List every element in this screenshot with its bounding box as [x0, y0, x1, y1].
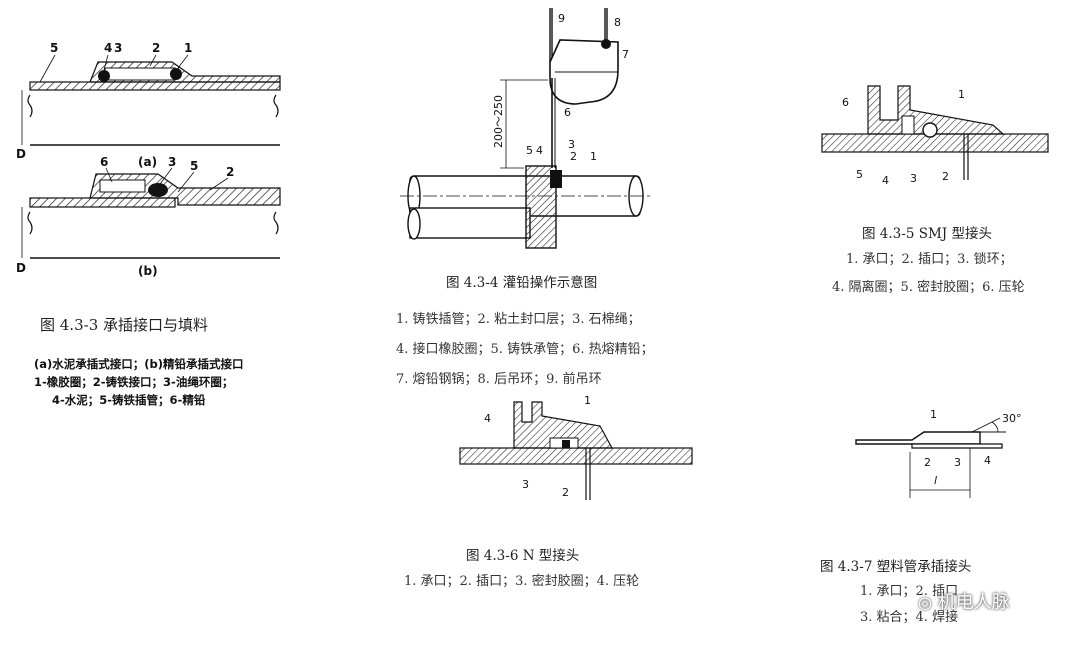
figure-4-3-5-drawing: 6 1 5 4 3 2 [821, 85, 1049, 187]
figure-4-3-3-legend-1: (a)水泥承插式接口；(b)精铅承插式接口 [34, 357, 244, 371]
figure-4-3-4-legend-3: 7. 熔铅钢锅；8. 后吊环；9. 前吊环 [396, 372, 602, 387]
label-1: 1 [584, 394, 591, 407]
label-a-4: 4 [104, 41, 112, 55]
figure-4-3-3-legend-2: 1-橡胶圈；2-铸铁接口；3-油绳环圈； [34, 375, 234, 389]
label-angle: 30° [1002, 412, 1022, 425]
label-a-2: 2 [152, 41, 160, 55]
dim-label-a: D [16, 147, 26, 161]
label-a-3: 3 [114, 41, 122, 55]
figure-4-3-3-drawing: D (a) 5 4 3 2 1 D (b) 6 3 5 2 [16, 41, 281, 278]
label-b-2: 2 [226, 165, 234, 179]
subfig-label-b: (b) [138, 264, 158, 278]
figure-4-3-4-legend-1: 1. 铸铁插管；2. 粘土封口层；3. 石棉绳； [396, 312, 641, 327]
label-4: 4 [984, 454, 991, 467]
label-6: 6 [564, 106, 571, 119]
joint-a-drawing [21, 61, 281, 146]
figure-4-3-4-title: 图 4.3-4 灌铅操作示意图 [446, 275, 598, 291]
figure-4-3-7-title: 图 4.3-7 塑料管承插接头 [820, 559, 972, 575]
label-4: 4 [882, 174, 889, 187]
figure-4-3-6-drawing: 4 1 3 2 [459, 394, 693, 500]
wechat-icon: ◎ [918, 593, 932, 612]
figure-4-3-7-legend-1: 1. 承口；2. 插口 [860, 584, 959, 599]
label-5: 5 [856, 168, 863, 181]
label-3: 3 [910, 172, 917, 185]
figure-4-3-7-drawing: 1 30° 2 3 4 l [855, 408, 1022, 498]
label-4: 4 [536, 144, 543, 157]
label-b-3: 3 [168, 155, 176, 169]
label-2: 2 [562, 486, 569, 499]
figure-4-3-6-legend-1: 1. 承口；2. 插口；3. 密封胶圈；4. 压轮 [404, 574, 640, 589]
label-9: 9 [558, 12, 565, 25]
figure-4-3-5-title: 图 4.3-5 SMJ 型接头 [862, 226, 992, 242]
figure-4-3-7-legend-2: 3. 粘合；4. 焊接 [860, 610, 959, 625]
label-length: l [934, 474, 937, 487]
label-2: 2 [570, 150, 577, 163]
figure-4-3-6-title: 图 4.3-6 N 型接头 [466, 548, 580, 564]
label-6: 6 [842, 96, 849, 109]
figure-4-3-5-legend-2: 4. 隔离圈；5. 密封胶圈；6. 压轮 [832, 280, 1025, 295]
label-7: 7 [622, 48, 629, 61]
watermark-text: 机电人脉 [937, 592, 1010, 613]
watermark: ◎ 机电人脉 [918, 588, 1010, 614]
label-b-6: 6 [100, 155, 108, 169]
dim-label-b: D [16, 261, 26, 275]
label-1: 1 [590, 150, 597, 163]
label-4: 4 [484, 412, 491, 425]
dim-label: 200～250 [492, 95, 505, 148]
subfig-label-a: (a) [138, 155, 157, 169]
label-3: 3 [954, 456, 961, 469]
label-2: 2 [924, 456, 931, 469]
joint-b-drawing [21, 173, 281, 259]
figure-4-3-5-legend-1: 1. 承口；2. 插口；3. 锁环； [846, 252, 1013, 267]
label-3: 3 [522, 478, 529, 491]
label-a-5: 5 [50, 41, 58, 55]
label-1: 1 [958, 88, 965, 101]
label-5: 5 [526, 144, 533, 157]
label-8: 8 [614, 16, 621, 29]
label-b-5: 5 [190, 159, 198, 173]
label-2: 2 [942, 170, 949, 183]
figure-4-3-4-drawing: 200～250 9 8 7 6 5 4 3 2 1 [400, 8, 650, 249]
figure-4-3-4-legend-2: 4. 接口橡胶圈；5. 铸铁承管；6. 热熔精铅； [396, 342, 654, 357]
figure-4-3-3-title: 图 4.3-3 承插接口与填料 [40, 316, 209, 334]
label-a-1: 1 [184, 41, 192, 55]
label-1: 1 [930, 408, 937, 421]
label-3: 3 [568, 138, 575, 151]
figure-4-3-3-legend-3: 4-水泥；5-铸铁插管；6-精铅 [52, 393, 206, 407]
